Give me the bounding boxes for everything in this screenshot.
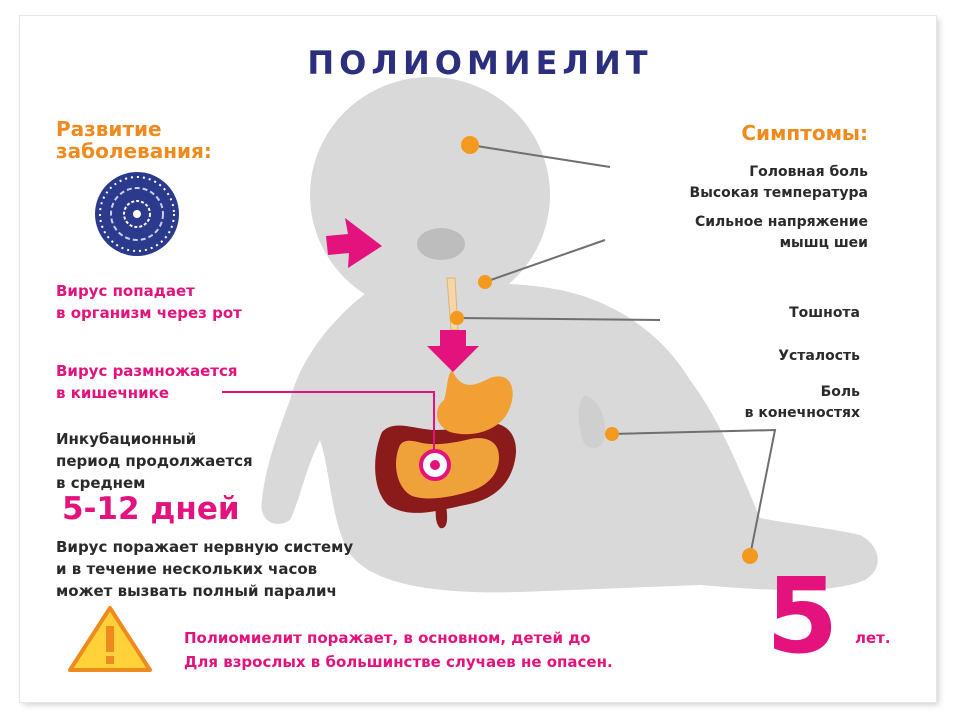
- incubation-text: Инкубационный период продолжается в сред…: [56, 430, 253, 492]
- symptom-markers: [450, 136, 758, 564]
- virus-entry-text: Вирус попадает в организм через рот: [56, 282, 242, 322]
- silhouette-body: [261, 283, 878, 593]
- symptom-nausea: Тошнота: [789, 305, 860, 321]
- age-unit: лет.: [855, 629, 891, 647]
- warning-line-2: Для взрослых в большинстве случаев не оп…: [184, 653, 613, 671]
- incubation-duration: 5-12 дней: [62, 491, 240, 527]
- warning-line-1: Полиомиелит поражает, в основном, детей …: [184, 629, 591, 647]
- silhouette-head: [310, 77, 550, 313]
- symptom-neck: Сильное напряжение мышц шеи: [694, 214, 868, 251]
- stomach-illustration: [436, 370, 513, 435]
- replication-leader-line: [222, 391, 435, 452]
- symptom-limbs: Боль в конечностях: [744, 384, 860, 421]
- symptom-fatigue: Усталость: [778, 348, 860, 364]
- virus-icon: [95, 172, 179, 256]
- mouth-area: [417, 228, 465, 260]
- paralysis-text: Вирус поражает нервную систему и в течен…: [56, 538, 354, 600]
- page-title: ПОЛИОМИЕЛИТ: [307, 44, 653, 82]
- silhouette-hand: [578, 395, 606, 449]
- development-heading: Развитие заболевания:: [56, 117, 212, 163]
- symptoms-heading: Симптомы:: [741, 121, 868, 145]
- virus-replication-text: Вирус размножается в кишечнике: [56, 362, 238, 402]
- warning-icon: [68, 606, 152, 672]
- symptom-head: Головная боль Высокая температура: [689, 164, 868, 201]
- infection-target-center: [430, 460, 440, 470]
- arrow-down-icon: [427, 330, 479, 372]
- child-silhouette: [261, 77, 878, 593]
- symptom-connectors: [456, 144, 777, 557]
- arrow-right-icon: [326, 218, 382, 268]
- age-number: 5: [766, 555, 839, 677]
